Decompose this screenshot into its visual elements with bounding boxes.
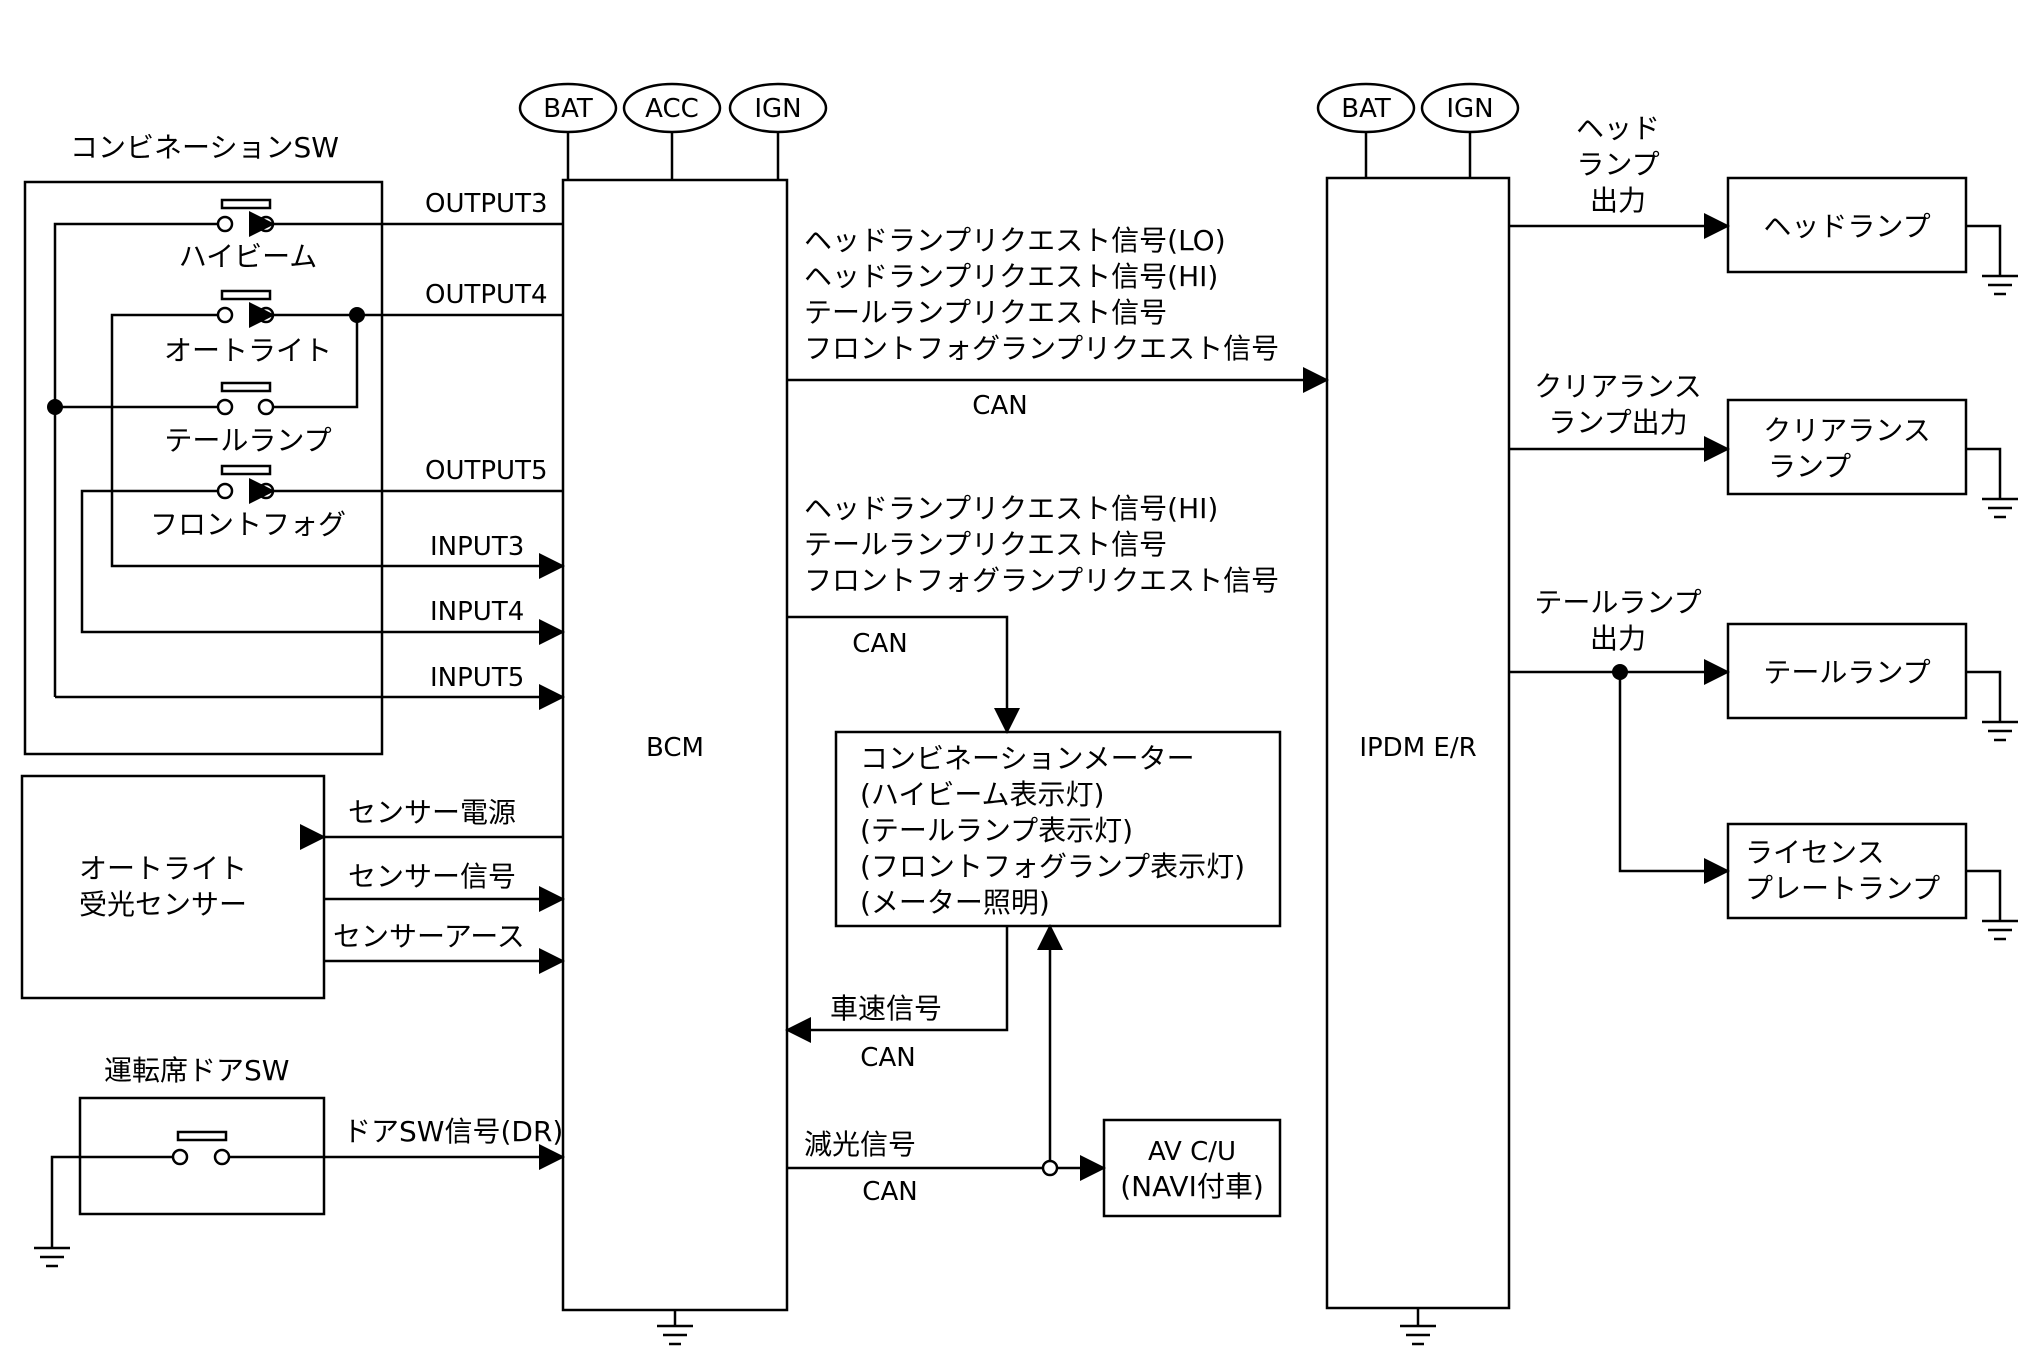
front-fog-label: フロントフォグ: [150, 508, 346, 541]
meter-line-5: (メーター照明): [860, 886, 1050, 919]
meter-line-3: (テールランプ表示灯): [860, 814, 1133, 847]
tail-lamp-label: テールランプ: [1763, 656, 1930, 689]
can-meter-line-3: フロントフォグランプリクエスト信号: [804, 564, 1279, 597]
can-ipdm-line-3: テールランプリクエスト信号: [804, 296, 1167, 329]
head-lamp-label: ヘッドランプ: [1763, 210, 1930, 243]
clearance-out-line-1: クリアランス: [1534, 370, 1701, 403]
acc-label: ACC: [645, 94, 699, 124]
output5-label: OUTPUT5: [425, 456, 548, 486]
can-meter-label: CAN: [852, 629, 907, 659]
can-meter-line-1: ヘッドランプリクエスト信号(HI): [804, 492, 1218, 525]
can-ipdm-line-1: ヘッドランプリクエスト信号(LO): [804, 224, 1226, 257]
head-out-line-3: 出力: [1590, 184, 1646, 217]
meter-line-4: (フロントフォグランプ表示灯): [860, 850, 1245, 883]
clearance-lamp-line-2: ランプ: [1768, 450, 1851, 483]
ipdm-label: IPDM E/R: [1359, 733, 1476, 763]
auto-light-label: オートライト: [164, 334, 332, 367]
high-beam-label: ハイビーム: [179, 240, 318, 273]
door-sw-signal-label: ドアSW信号(DR): [343, 1115, 563, 1148]
sensor-name-line2: 受光センサー: [79, 888, 247, 921]
av-cu-line-1: AV C/U: [1148, 1137, 1236, 1167]
sensor-power-label: センサー電源: [348, 796, 516, 829]
speed-can-label: CAN: [860, 1043, 915, 1073]
sensor-ground-label: センサーアース: [333, 920, 525, 953]
combination-sw-title: コンビネーションSW: [70, 131, 339, 164]
head-out-line-2: ランプ: [1576, 148, 1659, 181]
output4-label: OUTPUT4: [425, 280, 548, 310]
bat-label-bcm: BAT: [543, 94, 593, 124]
license-lamp-line-2: プレートランプ: [1745, 872, 1940, 905]
input3-label: INPUT3: [430, 532, 524, 562]
head-out-line-1: ヘッド: [1576, 112, 1660, 145]
tail-lamp-switch-label: テールランプ: [164, 424, 331, 457]
meter-line-2: (ハイビーム表示灯): [860, 778, 1104, 811]
bat-label-ipdm: BAT: [1341, 94, 1391, 124]
input5-label: INPUT5: [430, 663, 524, 693]
sensor-box: [20, 774, 326, 1000]
sensor-name-line1: オートライト: [79, 852, 247, 885]
tail-out-line-1: テールランプ: [1534, 586, 1701, 619]
combination-sw-box: [23, 180, 384, 756]
dimmer-signal-label: 減光信号: [804, 1128, 916, 1161]
can-ipdm-line-2: ヘッドランプリクエスト信号(HI): [804, 260, 1218, 293]
input4-label: INPUT4: [430, 597, 524, 627]
sensor-signal-label: センサー信号: [348, 860, 516, 893]
bcm-label: BCM: [646, 733, 704, 763]
tail-out-line-2: 出力: [1590, 622, 1646, 655]
meter-line-1: コンビネーションメーター: [860, 742, 1195, 775]
output3-label: OUTPUT3: [425, 189, 548, 219]
clearance-out-line-2: ランプ出力: [1548, 406, 1687, 439]
ign-label-bcm: IGN: [754, 94, 801, 124]
dimmer-can-label: CAN: [862, 1177, 917, 1207]
clearance-lamp-line-1: クリアランス: [1763, 414, 1930, 447]
can-ipdm-label: CAN: [972, 391, 1027, 421]
door-sw-title: 運転席ドアSW: [104, 1054, 289, 1087]
speed-signal-label: 車速信号: [830, 992, 942, 1025]
can-meter-line-2: テールランプリクエスト信号: [804, 528, 1167, 561]
license-lamp-line-1: ライセンス: [1745, 836, 1884, 869]
can-ipdm-line-4: フロントフォグランプリクエスト信号: [804, 332, 1279, 365]
av-cu-line-2: (NAVI付車): [1120, 1170, 1264, 1203]
ign-label-ipdm: IGN: [1446, 94, 1493, 124]
